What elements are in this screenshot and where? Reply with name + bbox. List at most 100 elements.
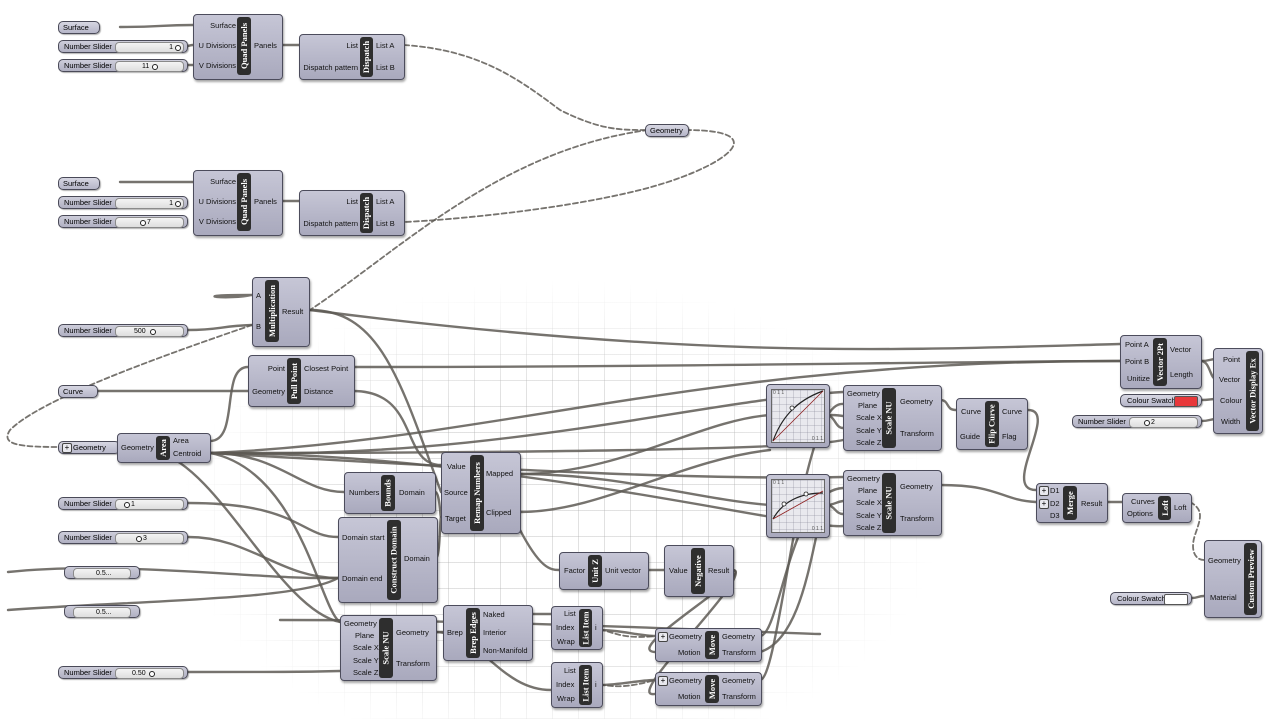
- slider-label: Number Slider: [64, 326, 112, 335]
- graph-corner-label: 0 1 1: [773, 480, 785, 486]
- slider-track[interactable]: 7: [115, 217, 184, 228]
- output-transform: Transform: [900, 514, 934, 523]
- input-scale-x: Scale X: [856, 413, 882, 422]
- list-item-component-1[interactable]: List Index Wrap List Item i: [551, 606, 603, 650]
- number-slider-v1[interactable]: Number Slider 11: [58, 59, 188, 72]
- number-slider-500[interactable]: Number Slider 500: [58, 324, 188, 337]
- vector-2pt-component[interactable]: Point A Point B Unitize Vector 2Pt Vecto…: [1120, 335, 1202, 389]
- list-item-component-2[interactable]: List Index Wrap List Item i: [551, 662, 603, 708]
- expand-icon[interactable]: +: [1039, 499, 1049, 509]
- input-motion: Motion: [678, 648, 701, 657]
- scale-nu-component-2[interactable]: Geometry Plane Scale X Scale Y Scale Z S…: [843, 470, 942, 536]
- output-geometry: Geometry: [722, 676, 755, 685]
- swatch-color[interactable]: [1164, 594, 1188, 605]
- swatch-color[interactable]: [1174, 396, 1198, 407]
- slider-knob[interactable]: [136, 536, 142, 542]
- vector-display-ex-component[interactable]: Point Vector Colour Width Vector Display…: [1213, 348, 1263, 434]
- slider-value: 1: [169, 200, 173, 207]
- output-panels: Panels: [254, 41, 277, 50]
- number-slider-u1[interactable]: Number Slider 1: [58, 40, 188, 53]
- graph-mapper-2[interactable]: 0 1 1 0 1 1: [766, 474, 830, 538]
- surface-param-1[interactable]: Surface: [58, 21, 100, 34]
- bounds-component[interactable]: Numbers Bounds Domain: [344, 472, 436, 514]
- slider-track[interactable]: 500: [115, 326, 184, 337]
- expand-icon[interactable]: +: [1039, 486, 1049, 496]
- slider-knob[interactable]: [175, 45, 181, 51]
- digit-scroller-2[interactable]: 0.5...: [64, 605, 140, 618]
- quad-panels-component-2[interactable]: Surface U Divisions V Divisions Quad Pan…: [193, 170, 283, 236]
- slider-value: 3: [143, 535, 147, 542]
- input-geometry: Geometry: [669, 676, 702, 685]
- slider-track[interactable]: 0.5...: [73, 568, 131, 579]
- geometry-param[interactable]: + Geometry: [58, 441, 120, 454]
- expand-icon[interactable]: +: [658, 632, 668, 642]
- pull-point-component[interactable]: Point Geometry Pull Point Closest Point …: [248, 355, 355, 407]
- merge-component[interactable]: + + D1 D2 D3 Merge Result: [1036, 483, 1108, 523]
- graph-mapper-1[interactable]: 0 1 1 0 1 1: [766, 384, 830, 448]
- input-scale-x: Scale X: [856, 498, 882, 507]
- remap-numbers-component[interactable]: Value Source Target Remap Numbers Mapped…: [441, 452, 521, 534]
- slider-track[interactable]: 1: [115, 499, 184, 510]
- slider-track[interactable]: 1: [115, 42, 184, 53]
- input-unitize: Unitize: [1127, 374, 1150, 383]
- number-slider-2[interactable]: Number Slider 2: [1072, 415, 1202, 428]
- dispatch-component-1[interactable]: List Dispatch pattern Dispatch List A Li…: [299, 34, 405, 80]
- scale-nu-component-1[interactable]: Geometry Plane Scale X Scale Y Scale Z S…: [843, 385, 942, 451]
- slider-value: 2: [1151, 419, 1155, 426]
- number-slider-1[interactable]: Number Slider 1: [58, 497, 188, 510]
- number-slider-3[interactable]: Number Slider 3: [58, 531, 188, 544]
- slider-knob[interactable]: [149, 671, 155, 677]
- output-result: Result: [708, 566, 730, 575]
- slider-track[interactable]: 2: [1129, 417, 1198, 428]
- move-component-2[interactable]: + Geometry Motion Move Geometry Transfor…: [655, 672, 762, 706]
- output-geometry: Geometry: [396, 628, 429, 637]
- slider-knob[interactable]: [1144, 420, 1150, 426]
- colour-swatch-red[interactable]: Colour Swatch: [1120, 394, 1202, 407]
- input-vector: Vector: [1219, 375, 1241, 384]
- input-d3: D3: [1050, 511, 1060, 520]
- scale-nu-component-3[interactable]: Geometry Plane Scale X Scale Y Scale Z S…: [340, 615, 437, 681]
- slider-label: Number Slider: [64, 499, 112, 508]
- multiplication-component[interactable]: A B Multiplication Result: [252, 277, 310, 347]
- slider-track[interactable]: 1: [115, 198, 184, 209]
- custom-preview-component[interactable]: Geometry Material Custom Preview: [1204, 540, 1262, 618]
- output-vector: Vector: [1170, 345, 1192, 354]
- output-item: i: [595, 623, 597, 632]
- slider-track[interactable]: 11: [115, 61, 184, 72]
- negative-component[interactable]: Value Negative Result: [664, 545, 734, 597]
- slider-track[interactable]: 3: [115, 533, 184, 544]
- curve-param[interactable]: Curve: [58, 385, 98, 398]
- dispatch-component-2[interactable]: List Dispatch pattern Dispatch List A Li…: [299, 190, 405, 236]
- geometry-param-mid[interactable]: Geometry: [645, 124, 689, 137]
- move-component-1[interactable]: + Geometry Motion Move Geometry Transfor…: [655, 628, 762, 662]
- loft-component[interactable]: Curves Options Loft Loft: [1122, 493, 1192, 523]
- slider-knob[interactable]: [140, 220, 146, 226]
- flip-curve-component[interactable]: Curve Guide Flip Curve Curve Flag: [956, 398, 1028, 450]
- slider-knob[interactable]: [152, 64, 158, 70]
- input-geometry: Geometry: [344, 619, 377, 628]
- output-list-b: List B: [376, 63, 395, 72]
- expand-icon[interactable]: +: [62, 443, 72, 453]
- expand-icon[interactable]: +: [658, 676, 668, 686]
- surface-param-2[interactable]: Surface: [58, 177, 100, 190]
- slider-knob[interactable]: [150, 329, 156, 335]
- number-slider-v2[interactable]: Number Slider 7: [58, 215, 188, 228]
- input-index: Index: [556, 623, 575, 632]
- brep-edges-component[interactable]: Brep Brep Edges Naked Interior Non-Manif…: [443, 605, 533, 661]
- slider-knob[interactable]: [124, 502, 130, 508]
- colour-swatch-white[interactable]: Colour Swatch: [1110, 592, 1192, 605]
- area-component[interactable]: Geometry Area Area Centroid: [117, 433, 211, 463]
- slider-track[interactable]: 0.50: [115, 668, 184, 679]
- slider-knob[interactable]: [175, 201, 181, 207]
- input-source: Source: [444, 488, 468, 497]
- graph-pane[interactable]: [771, 479, 825, 533]
- quad-panels-component-1[interactable]: Surface U Divisions V Divisions Quad Pan…: [193, 14, 283, 80]
- number-slider-050[interactable]: Number Slider 0.50: [58, 666, 188, 679]
- slider-track[interactable]: 0.5...: [73, 607, 131, 618]
- number-slider-u2[interactable]: Number Slider 1: [58, 196, 188, 209]
- digit-scroller-1[interactable]: 0.5...: [64, 566, 140, 579]
- construct-domain-component[interactable]: Domain start Domain end Construct Domain…: [338, 517, 438, 603]
- input-material: Material: [1210, 593, 1237, 602]
- unit-z-component[interactable]: Factor Unit Z Unit vector: [559, 552, 649, 590]
